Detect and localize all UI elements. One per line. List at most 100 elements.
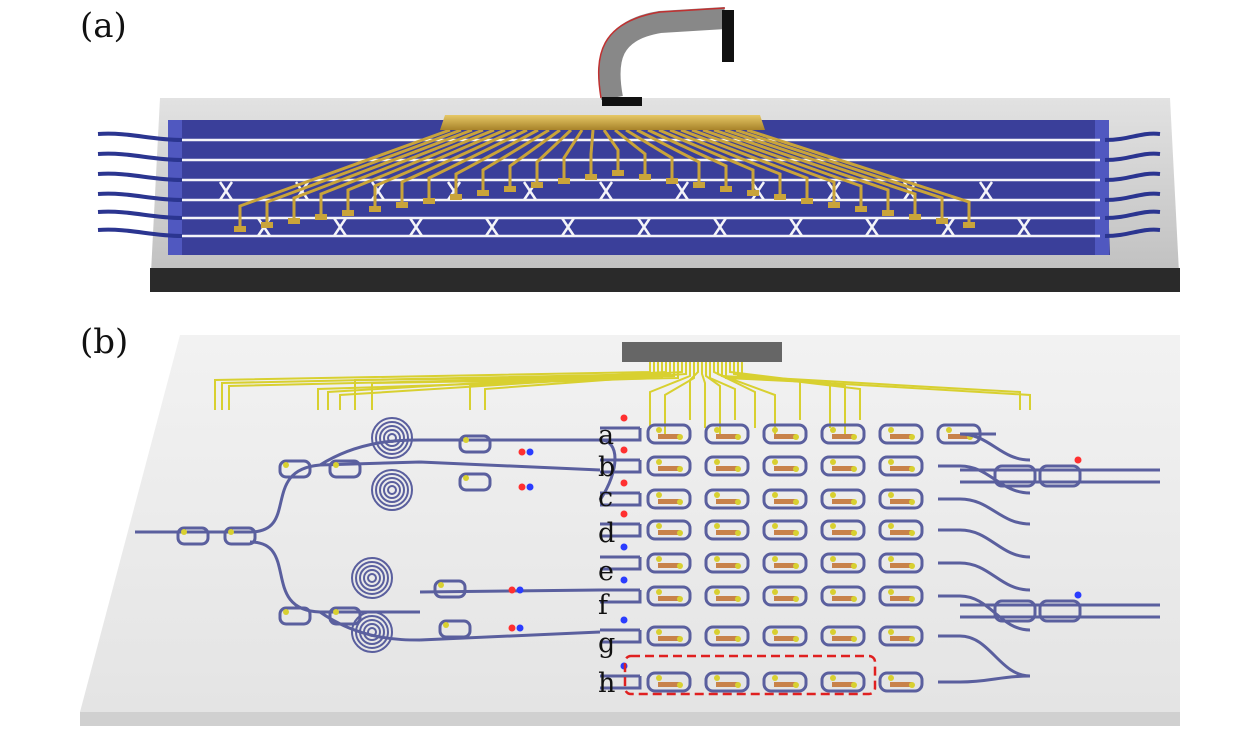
heater bbox=[658, 563, 680, 568]
electrode-trace bbox=[705, 362, 721, 436]
electrode-contact bbox=[677, 682, 683, 688]
heater bbox=[658, 499, 680, 504]
electrode-contact bbox=[830, 589, 836, 595]
row-output bbox=[938, 497, 1031, 526]
chip-a bbox=[97, 7, 1180, 292]
row-output bbox=[938, 634, 1031, 678]
spiral-delay bbox=[351, 557, 393, 599]
electrode-trace bbox=[371, 362, 679, 410]
electrode-contact bbox=[830, 556, 836, 562]
coupler bbox=[332, 217, 348, 237]
mzi bbox=[433, 579, 467, 599]
row-input bbox=[600, 588, 642, 604]
electrode-contact bbox=[909, 563, 915, 569]
heater bbox=[716, 636, 738, 641]
heater bbox=[890, 563, 912, 568]
electrode-contact bbox=[735, 596, 741, 602]
electrode-contact bbox=[793, 636, 799, 642]
heater bbox=[716, 499, 738, 504]
spiral-delay bbox=[363, 623, 381, 641]
electrode-trace bbox=[713, 128, 890, 210]
heater bbox=[890, 530, 912, 535]
mzi bbox=[820, 585, 866, 607]
electrode-trace bbox=[737, 362, 1021, 410]
row-input bbox=[600, 628, 642, 644]
electrode-trace bbox=[602, 129, 620, 170]
electrode-trace bbox=[746, 128, 971, 222]
mzi bbox=[704, 625, 750, 647]
electrode-trace bbox=[508, 128, 561, 186]
row-label-a: a bbox=[598, 420, 615, 451]
heater bbox=[890, 682, 912, 687]
electrode-contact bbox=[793, 596, 799, 602]
electrode-contact bbox=[283, 609, 289, 615]
electrode-pad bbox=[450, 194, 462, 200]
electrode-trace bbox=[647, 128, 728, 186]
spiral-delay bbox=[383, 429, 401, 447]
electrode-contact bbox=[793, 499, 799, 505]
electrode-trace bbox=[292, 128, 473, 218]
fiber-right bbox=[1104, 191, 1161, 202]
electrode-contact bbox=[656, 629, 662, 635]
row-input bbox=[600, 555, 642, 571]
heater bbox=[658, 636, 680, 641]
electrode-pad bbox=[774, 194, 786, 200]
electrode-trace bbox=[484, 362, 687, 410]
mzi bbox=[878, 625, 924, 647]
mzi bbox=[646, 423, 692, 445]
electrode-contact bbox=[656, 589, 662, 595]
electrode-contact bbox=[888, 589, 894, 595]
spiral-delay bbox=[379, 425, 405, 451]
electrode-contact bbox=[830, 523, 836, 529]
electrode-contact bbox=[909, 530, 915, 536]
electrode-trace bbox=[709, 362, 736, 420]
mzi bbox=[223, 526, 257, 546]
ribbon-cable-edge bbox=[598, 7, 726, 99]
electrode-trace bbox=[214, 362, 651, 410]
coupler bbox=[408, 217, 424, 237]
electrode-contact bbox=[735, 434, 741, 440]
heater bbox=[716, 434, 738, 439]
electrode-trace bbox=[658, 128, 755, 190]
electrode-pad bbox=[855, 206, 867, 212]
chip-b-electrode-traces bbox=[214, 362, 1031, 436]
electrode-trace bbox=[562, 129, 584, 178]
mzi bbox=[878, 488, 924, 510]
chip-a-fibers bbox=[97, 131, 1161, 238]
heater bbox=[832, 466, 854, 471]
fiber-left bbox=[97, 131, 183, 142]
panel-label-b: (b) bbox=[80, 322, 129, 362]
photon-dot bbox=[508, 586, 516, 594]
electrode-contact bbox=[735, 636, 741, 642]
electrode-contact bbox=[888, 629, 894, 635]
heater bbox=[716, 530, 738, 535]
electrode-pad bbox=[288, 218, 300, 224]
electrode-contact bbox=[714, 427, 720, 433]
spiral-delay bbox=[375, 473, 409, 507]
electrode-contact bbox=[735, 563, 741, 569]
heater bbox=[832, 434, 854, 439]
ribbon-cable bbox=[598, 7, 726, 100]
electrode-contact bbox=[772, 675, 778, 681]
electrode-contact bbox=[772, 523, 778, 529]
electrode-contact bbox=[851, 434, 857, 440]
electrode-pad bbox=[693, 182, 705, 188]
heater bbox=[658, 596, 680, 601]
electrode-trace bbox=[319, 128, 484, 214]
fiber-left bbox=[97, 227, 183, 238]
electrode-trace bbox=[400, 128, 517, 202]
heater bbox=[658, 682, 680, 687]
electrode-contact bbox=[735, 466, 741, 472]
mzi bbox=[878, 423, 924, 445]
fiber-right bbox=[1104, 209, 1161, 220]
output-waveguide bbox=[960, 468, 1160, 484]
electrode-trace bbox=[427, 128, 528, 198]
mzi bbox=[762, 625, 808, 647]
electrode-contact bbox=[830, 675, 836, 681]
coupler bbox=[864, 217, 880, 237]
electrode-pad bbox=[882, 210, 894, 216]
electrode-contact bbox=[888, 675, 894, 681]
chip-a-bond-pad-bar bbox=[440, 115, 765, 130]
electrode-contact bbox=[677, 466, 683, 472]
